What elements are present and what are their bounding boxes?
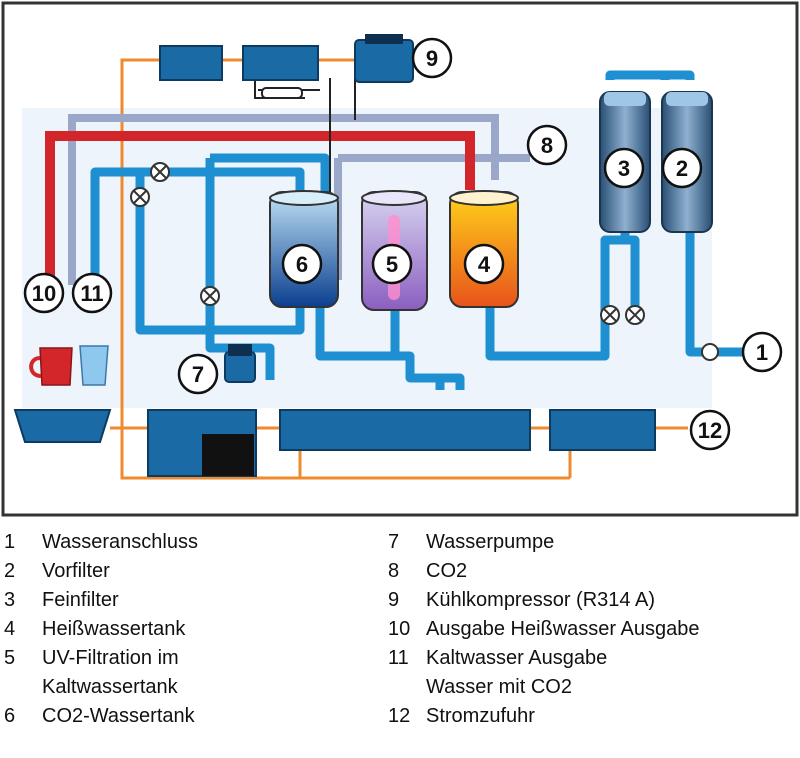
power-supply-block — [202, 434, 254, 476]
legend-number: 7 — [388, 531, 400, 553]
svg-text:8: 8 — [541, 133, 553, 158]
callout-5: 5 — [371, 243, 413, 285]
legend-item: 7 Wasserpumpe — [388, 528, 798, 557]
legend-label: CO2-Wassertank — [42, 705, 195, 727]
legend-item: 2 Vorfilter — [4, 557, 384, 586]
legend-item: 5 UV-Filtration im Kaltwassertank — [4, 644, 384, 702]
svg-text:11: 11 — [80, 281, 103, 306]
legend-label: Wasserpumpe — [426, 531, 555, 553]
svg-text:7: 7 — [192, 362, 204, 387]
legend-number: 3 — [4, 589, 16, 611]
callout-2: 2 — [661, 147, 703, 189]
svg-text:1: 1 — [756, 340, 768, 365]
legend-item: 6 CO2-Wassertank — [4, 702, 384, 731]
legend-column-right: 7 Wasserpumpe 8 CO2 9 Kühlkompressor (R314 … — [388, 528, 798, 731]
red-cup — [29, 347, 73, 386]
svg-text:3: 3 — [618, 156, 630, 181]
legend-item: 10 Ausgabe Heißwasser Ausgabe — [388, 615, 798, 644]
callout-8: 8 — [526, 124, 568, 166]
callout-3: 3 — [603, 147, 645, 189]
legend-item: 4 Heißwassertank — [4, 615, 384, 644]
callout-12: 12 — [689, 409, 731, 451]
legend-number: 11 — [388, 647, 409, 669]
legend-label: CO2 — [426, 560, 468, 582]
legend-number: 8 — [388, 560, 400, 582]
callout-1: 1 — [741, 331, 783, 373]
power-lines — [110, 58, 688, 480]
svg-text:2: 2 — [676, 156, 688, 181]
valves — [130, 162, 719, 361]
compressor-cap — [365, 34, 403, 44]
legend-item: 9 Kühlkompressor (R314 A) — [388, 586, 798, 615]
legend-label: Feinfilter — [42, 589, 119, 611]
condenser-box-2 — [242, 45, 319, 81]
callout-7: 7 — [177, 353, 219, 395]
legend-number: 1 — [4, 531, 16, 553]
callout-4: 4 — [463, 243, 505, 285]
drip-tray — [13, 409, 112, 443]
legend-number: 4 — [4, 618, 16, 640]
legend-item: 12 Stromzufuhr — [388, 702, 798, 731]
mains-module — [549, 409, 656, 451]
water-pump — [224, 344, 256, 383]
svg-text:4: 4 — [478, 252, 491, 277]
compressor-body — [354, 39, 414, 83]
legend-number: 10 — [388, 618, 411, 640]
legend-label: Vorfilter — [42, 560, 110, 582]
callout-11: 11 — [71, 272, 113, 314]
legend-label: UV-Filtration im Kaltwassertank — [42, 647, 179, 698]
legend-label: Ausgabe Heißwasser Ausgabe — [426, 618, 700, 640]
water-dispenser-diagram: 1 2 3 4 5 6 7 8 9 10 11 12 — [1, 1, 799, 517]
svg-text:5: 5 — [386, 252, 398, 277]
water-pipes — [90, 70, 760, 390]
svg-text:9: 9 — [426, 46, 438, 71]
legend-label: Kaltwasser Ausgabe Wasser mit CO2 — [426, 647, 608, 698]
legend-label: Stromzufuhr — [426, 705, 535, 727]
callout-9: 9 — [411, 37, 453, 79]
legend-number: 2 — [4, 560, 16, 582]
legend-item: 8 CO2 — [388, 557, 798, 586]
legend-label: Kühlkompressor (R314 A) — [426, 589, 655, 611]
control-board — [279, 409, 531, 451]
svg-text:10: 10 — [32, 281, 56, 306]
callout-6: 6 — [281, 243, 323, 285]
legend-number: 6 — [4, 705, 16, 727]
svg-text:12: 12 — [698, 418, 722, 443]
legend-item: 11 Kaltwasser Ausgabe Wasser mit CO2 — [388, 644, 798, 702]
blue-cup — [79, 345, 109, 386]
legend-number: 5 — [4, 647, 16, 669]
legend-item: 3 Feinfilter — [4, 586, 384, 615]
svg-text:6: 6 — [296, 252, 308, 277]
hot-water-line — [45, 131, 475, 285]
condenser-box-1 — [159, 45, 223, 81]
legend-label: Heißwassertank — [42, 618, 186, 640]
legend-number: 12 — [388, 705, 411, 727]
legend-item: 1 Wasseranschluss — [4, 528, 384, 557]
legend-number: 9 — [388, 589, 400, 611]
capillary-tube — [261, 87, 303, 99]
legend-label: Wasseranschluss — [42, 531, 198, 553]
callout-10: 10 — [23, 272, 65, 314]
